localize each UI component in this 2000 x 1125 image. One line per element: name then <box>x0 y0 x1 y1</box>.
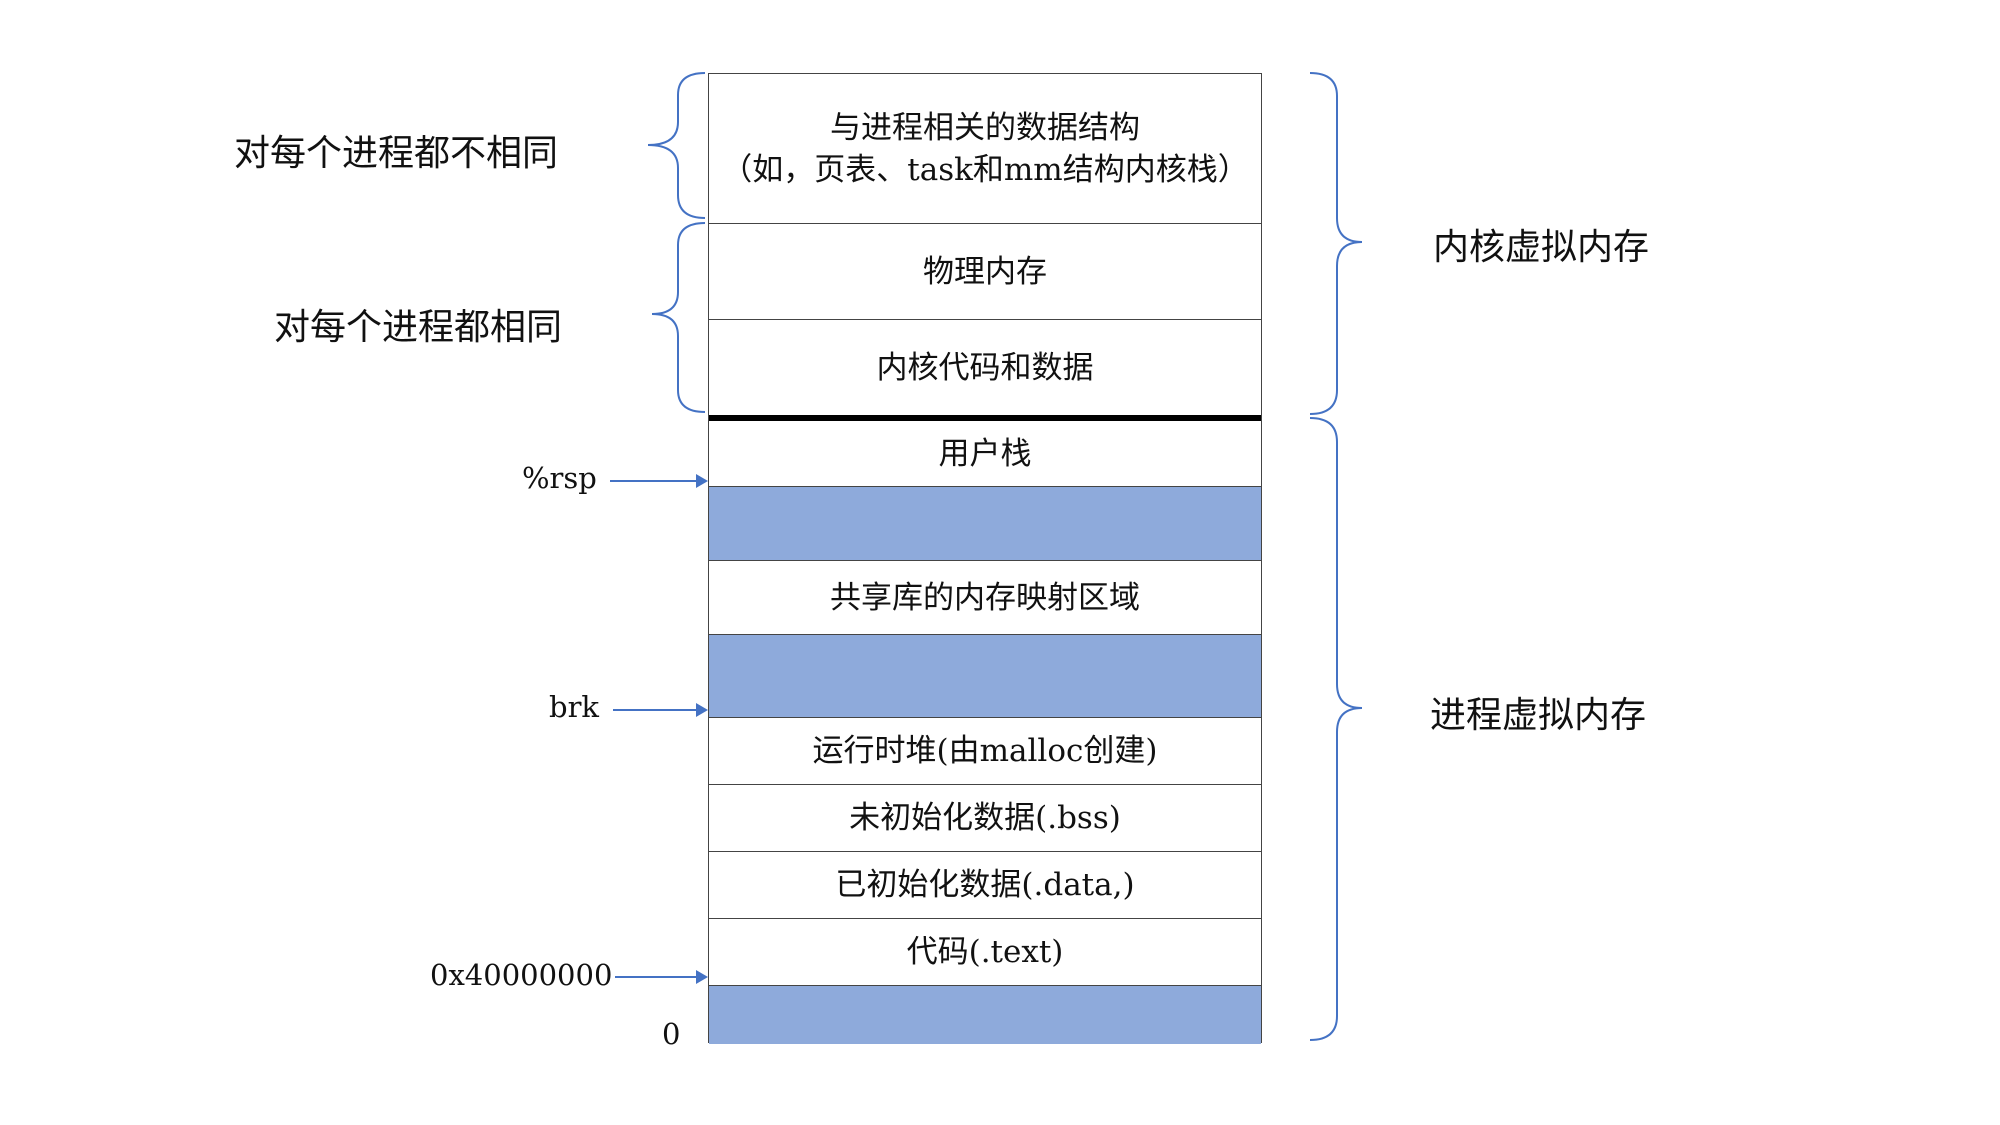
segment-bss: 未初始化数据(.bss) <box>709 785 1261 852</box>
right-brace-kernel <box>1309 72 1363 415</box>
segment-user-stack-label: 用户栈 <box>938 435 1032 472</box>
pointer-brk-arrowhead-icon <box>696 703 708 717</box>
segment-runtime-heap-label: 运行时堆(由malloc创建) <box>812 733 1158 769</box>
segment-unmapped-above-heap <box>709 635 1261 718</box>
pointer-text-start-label: 0x40000000 <box>430 958 613 992</box>
segment-physical-memory: 物理内存 <box>709 224 1261 320</box>
segment-kernel-process-structures-line1: 与进程相关的数据结构 <box>830 109 1140 146</box>
label-process-virtual-memory: 进程虚拟内存 <box>1430 695 1647 736</box>
segment-unmapped-low <box>709 986 1261 1044</box>
segment-kernel-process-structures-line2: （如，页表、task和mm结构内核栈） <box>721 151 1249 188</box>
right-brace-process <box>1309 417 1363 1041</box>
segment-data: 已初始化数据(.data,) <box>709 852 1261 919</box>
label-different-per-process: 对每个进程都不相同 <box>234 133 559 174</box>
segment-user-stack: 用户栈 <box>709 421 1261 487</box>
segment-bss-label: 未初始化数据(.bss) <box>849 800 1121 836</box>
pointer-rsp-arrowhead-icon <box>696 474 708 488</box>
segment-physical-memory-label: 物理内存 <box>923 253 1047 290</box>
label-kernel-virtual-memory: 内核虚拟内存 <box>1433 227 1650 268</box>
pointer-brk-arrow-line <box>613 709 700 711</box>
segment-kernel-code-data: 内核代码和数据 <box>709 320 1261 421</box>
segment-shared-libraries: 共享库的内存映射区域 <box>709 561 1261 635</box>
pointer-brk-label: brk <box>549 690 599 724</box>
pointer-text-start-arrow-line <box>615 976 700 978</box>
segment-text: 代码(.text) <box>709 919 1261 986</box>
segment-data-label: 已初始化数据(.data,) <box>835 867 1135 903</box>
left-brace-different <box>647 72 706 219</box>
pointer-rsp-arrow-line <box>610 480 700 482</box>
segment-shared-libraries-label: 共享库的内存映射区域 <box>830 579 1140 616</box>
address-zero-label: 0 <box>662 1017 681 1051</box>
segment-kernel-code-data-label: 内核代码和数据 <box>876 349 1094 386</box>
label-same-per-process: 对每个进程都相同 <box>274 307 563 348</box>
segment-text-label: 代码(.text) <box>906 934 1064 970</box>
virtual-memory-stack: 与进程相关的数据结构 （如，页表、task和mm结构内核栈） 物理内存 内核代码… <box>708 73 1262 1044</box>
segment-unmapped-below-stack <box>709 487 1261 561</box>
pointer-rsp-label: %rsp <box>522 461 597 495</box>
left-brace-same <box>651 222 706 413</box>
segment-runtime-heap: 运行时堆(由malloc创建) <box>709 718 1261 785</box>
segment-kernel-process-structures: 与进程相关的数据结构 （如，页表、task和mm结构内核栈） <box>709 74 1261 224</box>
pointer-text-start-arrowhead-icon <box>696 970 708 984</box>
